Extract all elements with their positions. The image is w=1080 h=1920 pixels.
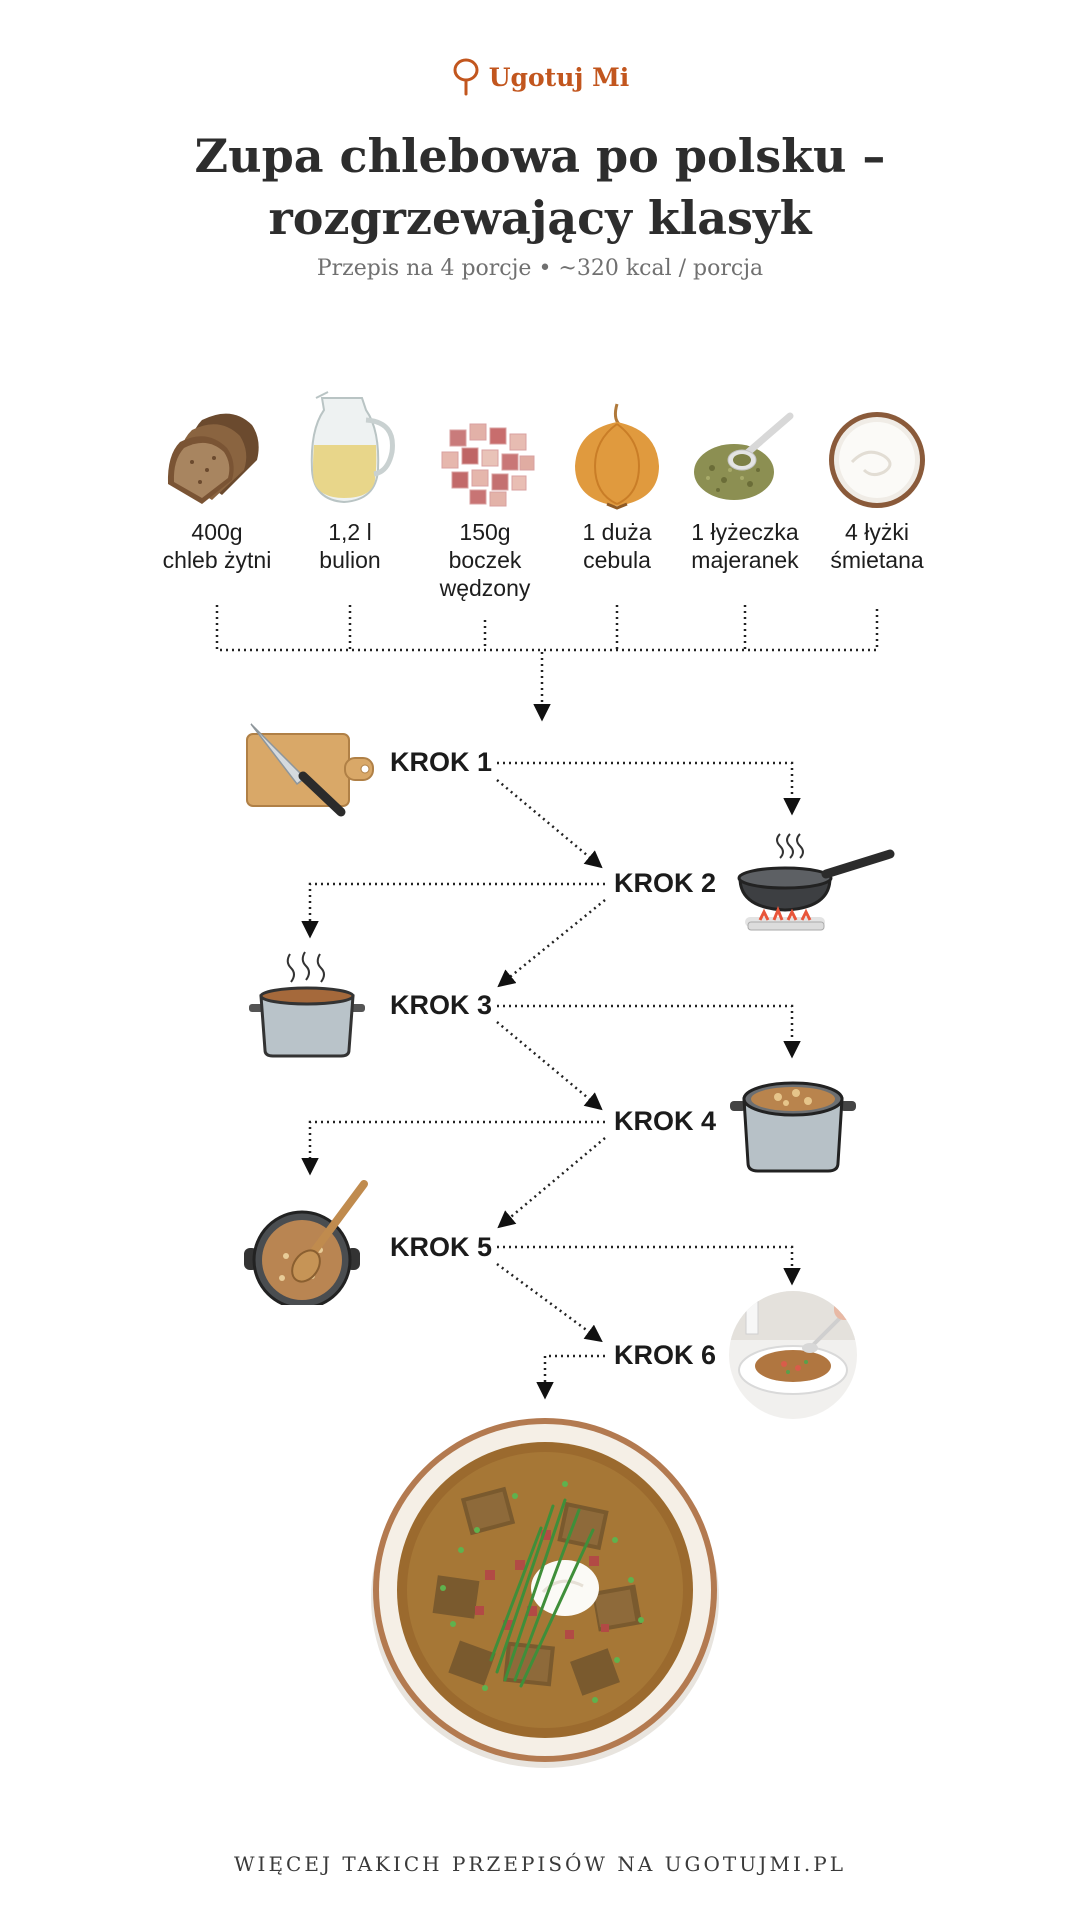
ingredient-sour-cream: 4 łyżki śmietana xyxy=(812,390,942,574)
ingredient-name: chleb żytni xyxy=(162,547,272,573)
brand: Ugotuj Mi xyxy=(0,58,1080,96)
step-4-label: KROK 4 xyxy=(614,1106,717,1136)
bread-soup-bowl-icon xyxy=(371,1418,719,1768)
ingredient-bacon: 150g boczek wędzony xyxy=(420,390,550,602)
frying-pan-icon xyxy=(737,833,895,931)
ingredient-amount: 400g xyxy=(191,519,243,545)
step-1-label: KROK 1 xyxy=(390,747,493,777)
broth-jug-icon xyxy=(310,391,395,504)
ingredient-amount: 1,2 l xyxy=(328,519,372,545)
ingredient-amount: 150g xyxy=(459,519,511,545)
simmering-pot-icon xyxy=(730,1081,856,1173)
ingredient-name: cebula xyxy=(583,547,651,573)
onion-icon xyxy=(575,403,659,510)
ingredient-onion: 1 duża cebula xyxy=(552,390,682,574)
step-2-label: KROK 2 xyxy=(614,868,717,898)
rye-bread-icon xyxy=(167,413,259,504)
ingredient-amount: 4 łyżki xyxy=(845,519,909,545)
ingredient-name: boczek xyxy=(448,547,522,573)
bacon-cubes-icon xyxy=(441,423,535,507)
step-3-label: KROK 3 xyxy=(390,990,493,1020)
steaming-pot-icon xyxy=(249,951,365,1058)
footer-link[interactable]: WIĘCEJ TAKICH PRZEPISÓW NA UGOTUJMI.PL xyxy=(233,1852,847,1876)
ingredient-amount: 1 duża xyxy=(582,519,652,545)
spoon-pin-icon xyxy=(453,58,479,96)
cutting-board-knife-icon xyxy=(246,723,374,817)
recipe-subtitle: Przepis na 4 porcje • ~320 kcal / porcja xyxy=(316,256,764,281)
sour-cream-icon xyxy=(829,412,925,508)
ingredient-bread: 400g chleb żytni xyxy=(152,390,282,574)
brand-name: Ugotuj Mi xyxy=(488,62,630,92)
recipe-title: Zupa chlebowa po polsku – rozgrzewający … xyxy=(194,129,886,245)
served-soup-icon xyxy=(729,1291,857,1419)
ingredient-name: bulion xyxy=(319,547,381,573)
ingredient-marjoram: 1 łyżeczka majeranek xyxy=(680,390,810,574)
ingredient-name: śmietana xyxy=(830,547,924,573)
step-6-label: KROK 6 xyxy=(614,1340,717,1370)
ingredient-broth: 1,2 l bulion xyxy=(285,390,415,574)
ingredient-name: majeranek xyxy=(691,547,799,573)
marjoram-icon xyxy=(694,412,794,500)
step-5-label: KROK 5 xyxy=(390,1232,493,1262)
ingredient-name-cont: wędzony xyxy=(439,575,531,601)
ingredient-amount: 1 łyżeczka xyxy=(691,519,799,545)
stirring-pot-icon xyxy=(244,1180,368,1305)
